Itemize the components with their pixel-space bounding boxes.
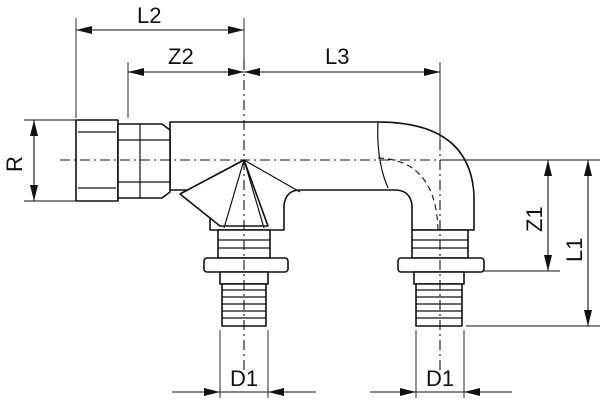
hex-nut <box>117 123 171 199</box>
tee-cone <box>179 159 269 227</box>
center-lines <box>60 60 441 370</box>
elbow-hidden-line <box>377 157 439 231</box>
label-d1-right: D1 <box>426 366 454 391</box>
dimension-l1: L1 <box>562 160 592 326</box>
label-l3: L3 <box>325 44 349 69</box>
label-l1: L1 <box>562 238 587 262</box>
elbow-inner <box>377 121 389 189</box>
dimension-d1-left: D1 <box>172 366 316 396</box>
left-outlet <box>203 229 289 327</box>
label-z2: Z2 <box>168 44 194 69</box>
dimension-l3: L3 <box>244 44 440 76</box>
extension-lines <box>24 18 600 398</box>
dimension-r: R <box>2 120 38 201</box>
dimension-z2: Z2 <box>128 44 244 76</box>
dimension-z1: Z1 <box>522 160 552 271</box>
dimension-l2: L2 <box>76 3 244 34</box>
label-l2: L2 <box>137 3 161 28</box>
label-d1-left: D1 <box>230 366 258 391</box>
label-z1: Z1 <box>522 206 547 232</box>
right-outlet <box>397 229 485 327</box>
dimension-d1-right: D1 <box>370 366 512 396</box>
fitting-body <box>75 119 475 231</box>
label-r: R <box>2 156 27 172</box>
